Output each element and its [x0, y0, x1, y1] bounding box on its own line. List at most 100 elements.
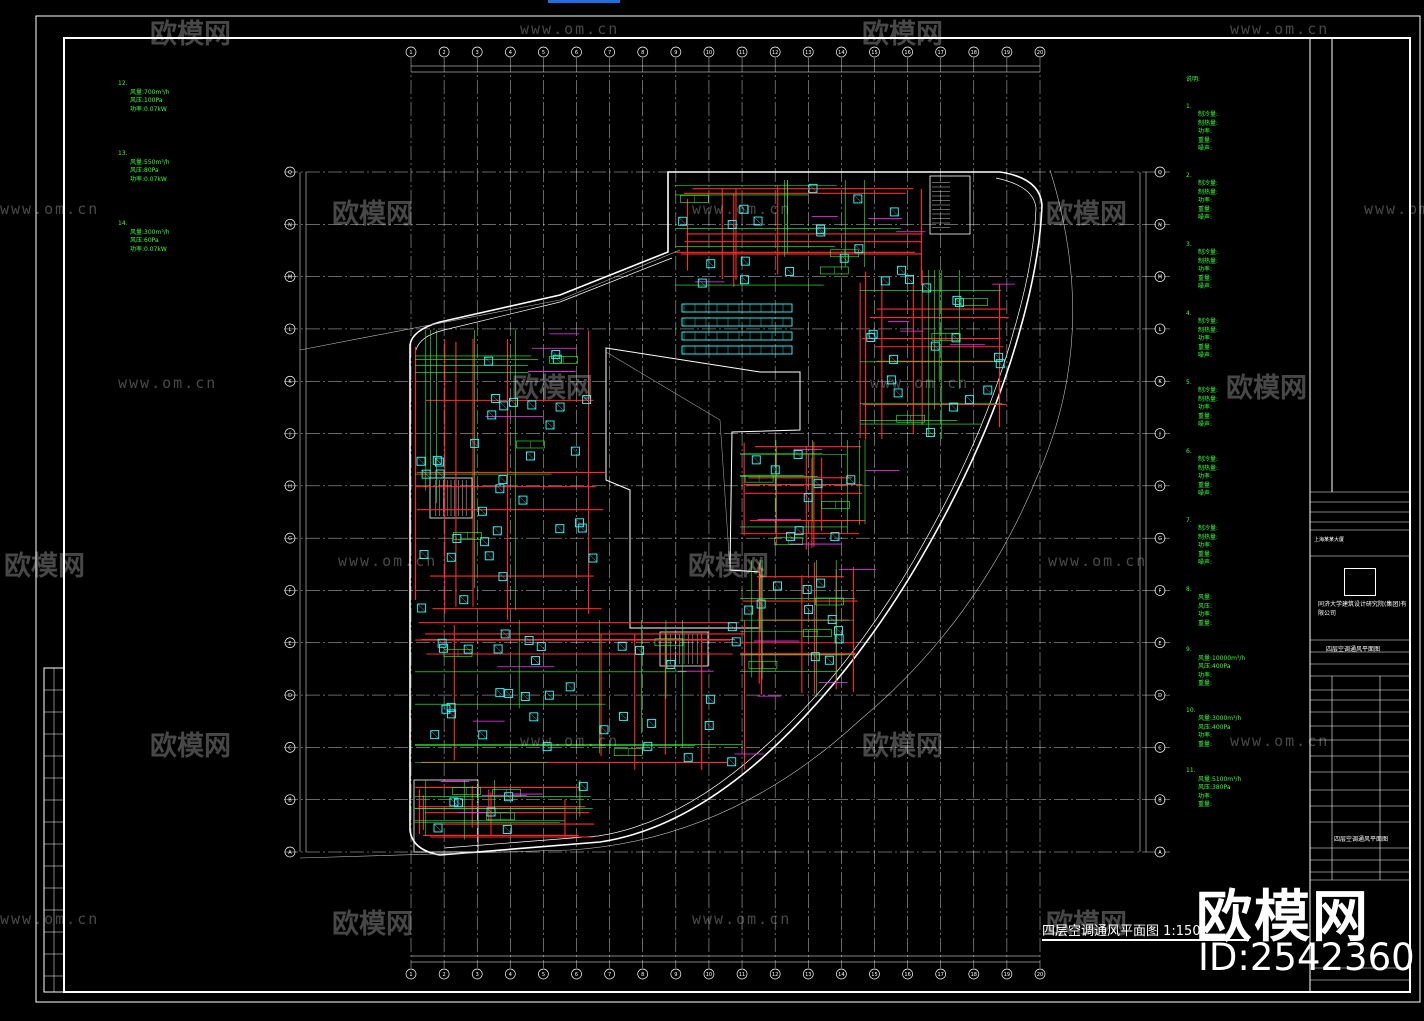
grid-bubble-col: [1001, 968, 1013, 980]
grid-bubble-label: 16: [904, 972, 910, 978]
air-diffuser: [446, 702, 456, 712]
note-item: 7.制冷量:制热量:功率:重量:噪声:: [1186, 517, 1245, 568]
note-item-title: 10.: [1186, 706, 1196, 714]
note-item-line: 重量:: [1198, 412, 1213, 420]
grid-bubble-col: [571, 968, 582, 980]
air-diffuser: [697, 278, 707, 288]
grid-bubble-label: F: [1159, 588, 1162, 594]
air-diffuser: [555, 402, 565, 412]
air-diffuser: [551, 350, 561, 359]
note-item-line: 制热量:: [1198, 395, 1219, 403]
air-diffuser-mark: [811, 652, 820, 661]
grid-bubble-row: [1154, 742, 1166, 753]
air-diffuser-mark: [643, 742, 652, 751]
grid-bubble-label: 17: [937, 50, 943, 56]
grid-bubble-row: [284, 689, 296, 701]
grid-bubble-label: C: [288, 745, 292, 751]
air-diffuser: [433, 823, 443, 833]
grid-bubble-label: N: [1158, 222, 1162, 228]
air-diffuser-mark: [529, 712, 538, 721]
air-diffuser: [417, 603, 427, 613]
note-item-title: 5.: [1186, 378, 1192, 386]
air-diffuser: [666, 660, 676, 669]
grid-bubble-label: 3: [476, 972, 479, 978]
air-diffuser: [529, 712, 539, 722]
grid-bubble-col: [604, 968, 615, 980]
grid-bubble-col: [935, 46, 947, 58]
air-diffuser-mark: [498, 572, 508, 581]
air-diffuser: [434, 457, 444, 467]
air-diffuser: [740, 275, 749, 285]
note-item-title: 1.: [1186, 102, 1192, 110]
air-diffuser-mark: [893, 388, 903, 398]
air-diffuser: [739, 204, 749, 214]
grid-bubble-label: 13: [805, 50, 811, 56]
air-diffuser-mark: [994, 353, 1003, 362]
air-diffuser-mark: [794, 526, 804, 535]
note-item-line: 风量:10000m³/h: [1198, 654, 1246, 662]
note-item-line: 制冷量:: [1198, 387, 1219, 394]
note-item: 8.风量:风压:功率:重量:: [1186, 586, 1245, 629]
grid-bubble-col: [471, 968, 483, 980]
grid-bubble-label: 11: [739, 50, 745, 56]
grid-bubble-col: [836, 46, 847, 58]
grid-bubble-row: [1154, 689, 1166, 701]
air-diffuser: [727, 622, 737, 632]
note-item-line: 制热量:: [1198, 257, 1219, 265]
air-diffuser-mark: [452, 534, 461, 543]
note-item-line: 功率:0.07kW: [130, 105, 167, 113]
air-diffuser-mark: [753, 216, 763, 226]
note-item-line: 功率:: [1198, 611, 1213, 618]
note-item-title: 11.: [1186, 767, 1196, 774]
grid-bubble-row: [1154, 271, 1166, 282]
air-diffuser-mark: [454, 798, 463, 807]
loading-progress-bar: [548, 0, 620, 3]
grid-bubble-row: [284, 271, 296, 282]
grid-bubble-col: [802, 968, 814, 980]
air-diffuser: [617, 641, 627, 651]
note-item-line: 制热量:: [1198, 188, 1219, 196]
air-diffuser: [577, 523, 587, 533]
note-item-line: 功率:0.07kW: [130, 245, 167, 253]
air-diffuser-mark: [846, 475, 855, 484]
grid-bubble-label: B: [1158, 798, 1162, 804]
air-diffuser-mark: [480, 537, 489, 546]
air-diffuser-layer: [416, 183, 1005, 834]
grid-bubble-col: [902, 968, 913, 980]
air-diffuser: [834, 626, 843, 636]
air-diffuser: [846, 475, 856, 485]
right-design-notes: 说明:1.制冷量:制热量:功率:重量:噪声:2.制冷量:制热量:功率:重量:噪声…: [1186, 76, 1245, 828]
air-diffuser-mark: [484, 357, 493, 366]
air-diffuser-mark: [905, 275, 914, 284]
air-diffuser: [802, 584, 812, 594]
air-diffuser-mark: [478, 730, 487, 739]
grid-bubble-label: C: [1158, 745, 1162, 751]
air-diffuser: [727, 757, 737, 767]
note-item-line: 制冷量:: [1198, 111, 1219, 118]
atrium-void: [605, 347, 801, 629]
air-diffuser: [804, 605, 814, 614]
grid-bubble-col: [703, 46, 715, 58]
air-diffuser-mark: [732, 637, 741, 646]
grid-bubble-label: D: [1158, 693, 1162, 699]
air-diffuser-mark: [545, 420, 555, 430]
grid-bubble-col: [504, 46, 516, 58]
air-diffuser: [524, 636, 534, 645]
air-diffuser-mark: [828, 615, 837, 624]
grid-bubble-label: 15: [871, 972, 877, 978]
grid-bubble-col: [670, 46, 682, 58]
grid-bubble-label: M: [1158, 275, 1162, 281]
note-item-line: 风压:80Pa: [130, 167, 159, 174]
note-item-line: 噪声:: [1198, 421, 1213, 428]
air-diffuser-mark: [495, 484, 505, 493]
grid-bubble-col: [836, 968, 847, 980]
grid-bubble-label: 10: [706, 972, 712, 978]
grid-bubble-label: 15: [871, 50, 877, 56]
note-item-line: 噪声:: [1198, 559, 1213, 566]
note-item-line: 重量:: [1198, 740, 1213, 748]
air-diffuser-mark: [578, 523, 587, 533]
